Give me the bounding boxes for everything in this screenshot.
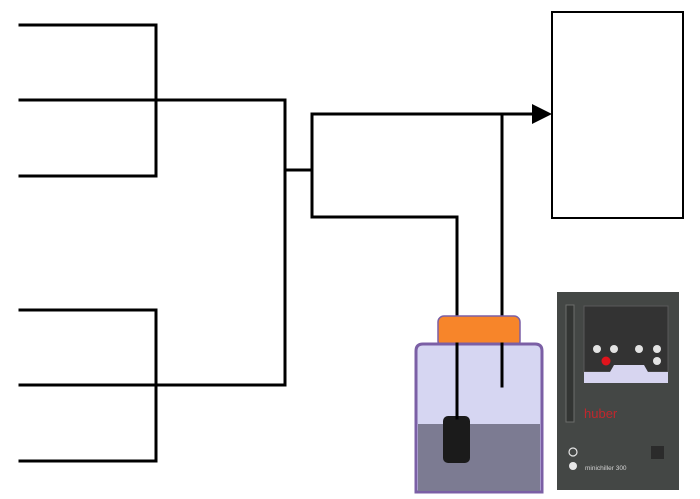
panel-button-2	[610, 345, 618, 353]
panel-button-3	[635, 345, 643, 353]
chiller-level-slot	[565, 304, 575, 423]
panel-indicator-red	[601, 356, 611, 366]
chiller-unit: huber minichiller 300	[557, 292, 679, 490]
chiller-brand-label: huber	[584, 406, 618, 421]
chiller-power-dot	[569, 462, 577, 470]
reservoir-bottle	[414, 315, 544, 494]
immersion-probe	[443, 416, 470, 463]
lower-bracket-group	[18, 308, 287, 463]
chiller-power-ring	[568, 447, 578, 457]
panel-button-5	[653, 357, 661, 365]
panel-button-1	[593, 345, 601, 353]
chiller-model-label: minichiller 300	[585, 465, 627, 472]
upper-bracket-group	[18, 23, 287, 178]
bottle-liquid	[418, 424, 540, 491]
bottle-cap	[437, 315, 521, 348]
chiller-panel-window	[584, 365, 668, 383]
panel-button-4	[653, 345, 661, 353]
output-arrowhead	[532, 104, 552, 124]
output-box	[551, 11, 684, 219]
chiller-switch	[651, 446, 664, 459]
